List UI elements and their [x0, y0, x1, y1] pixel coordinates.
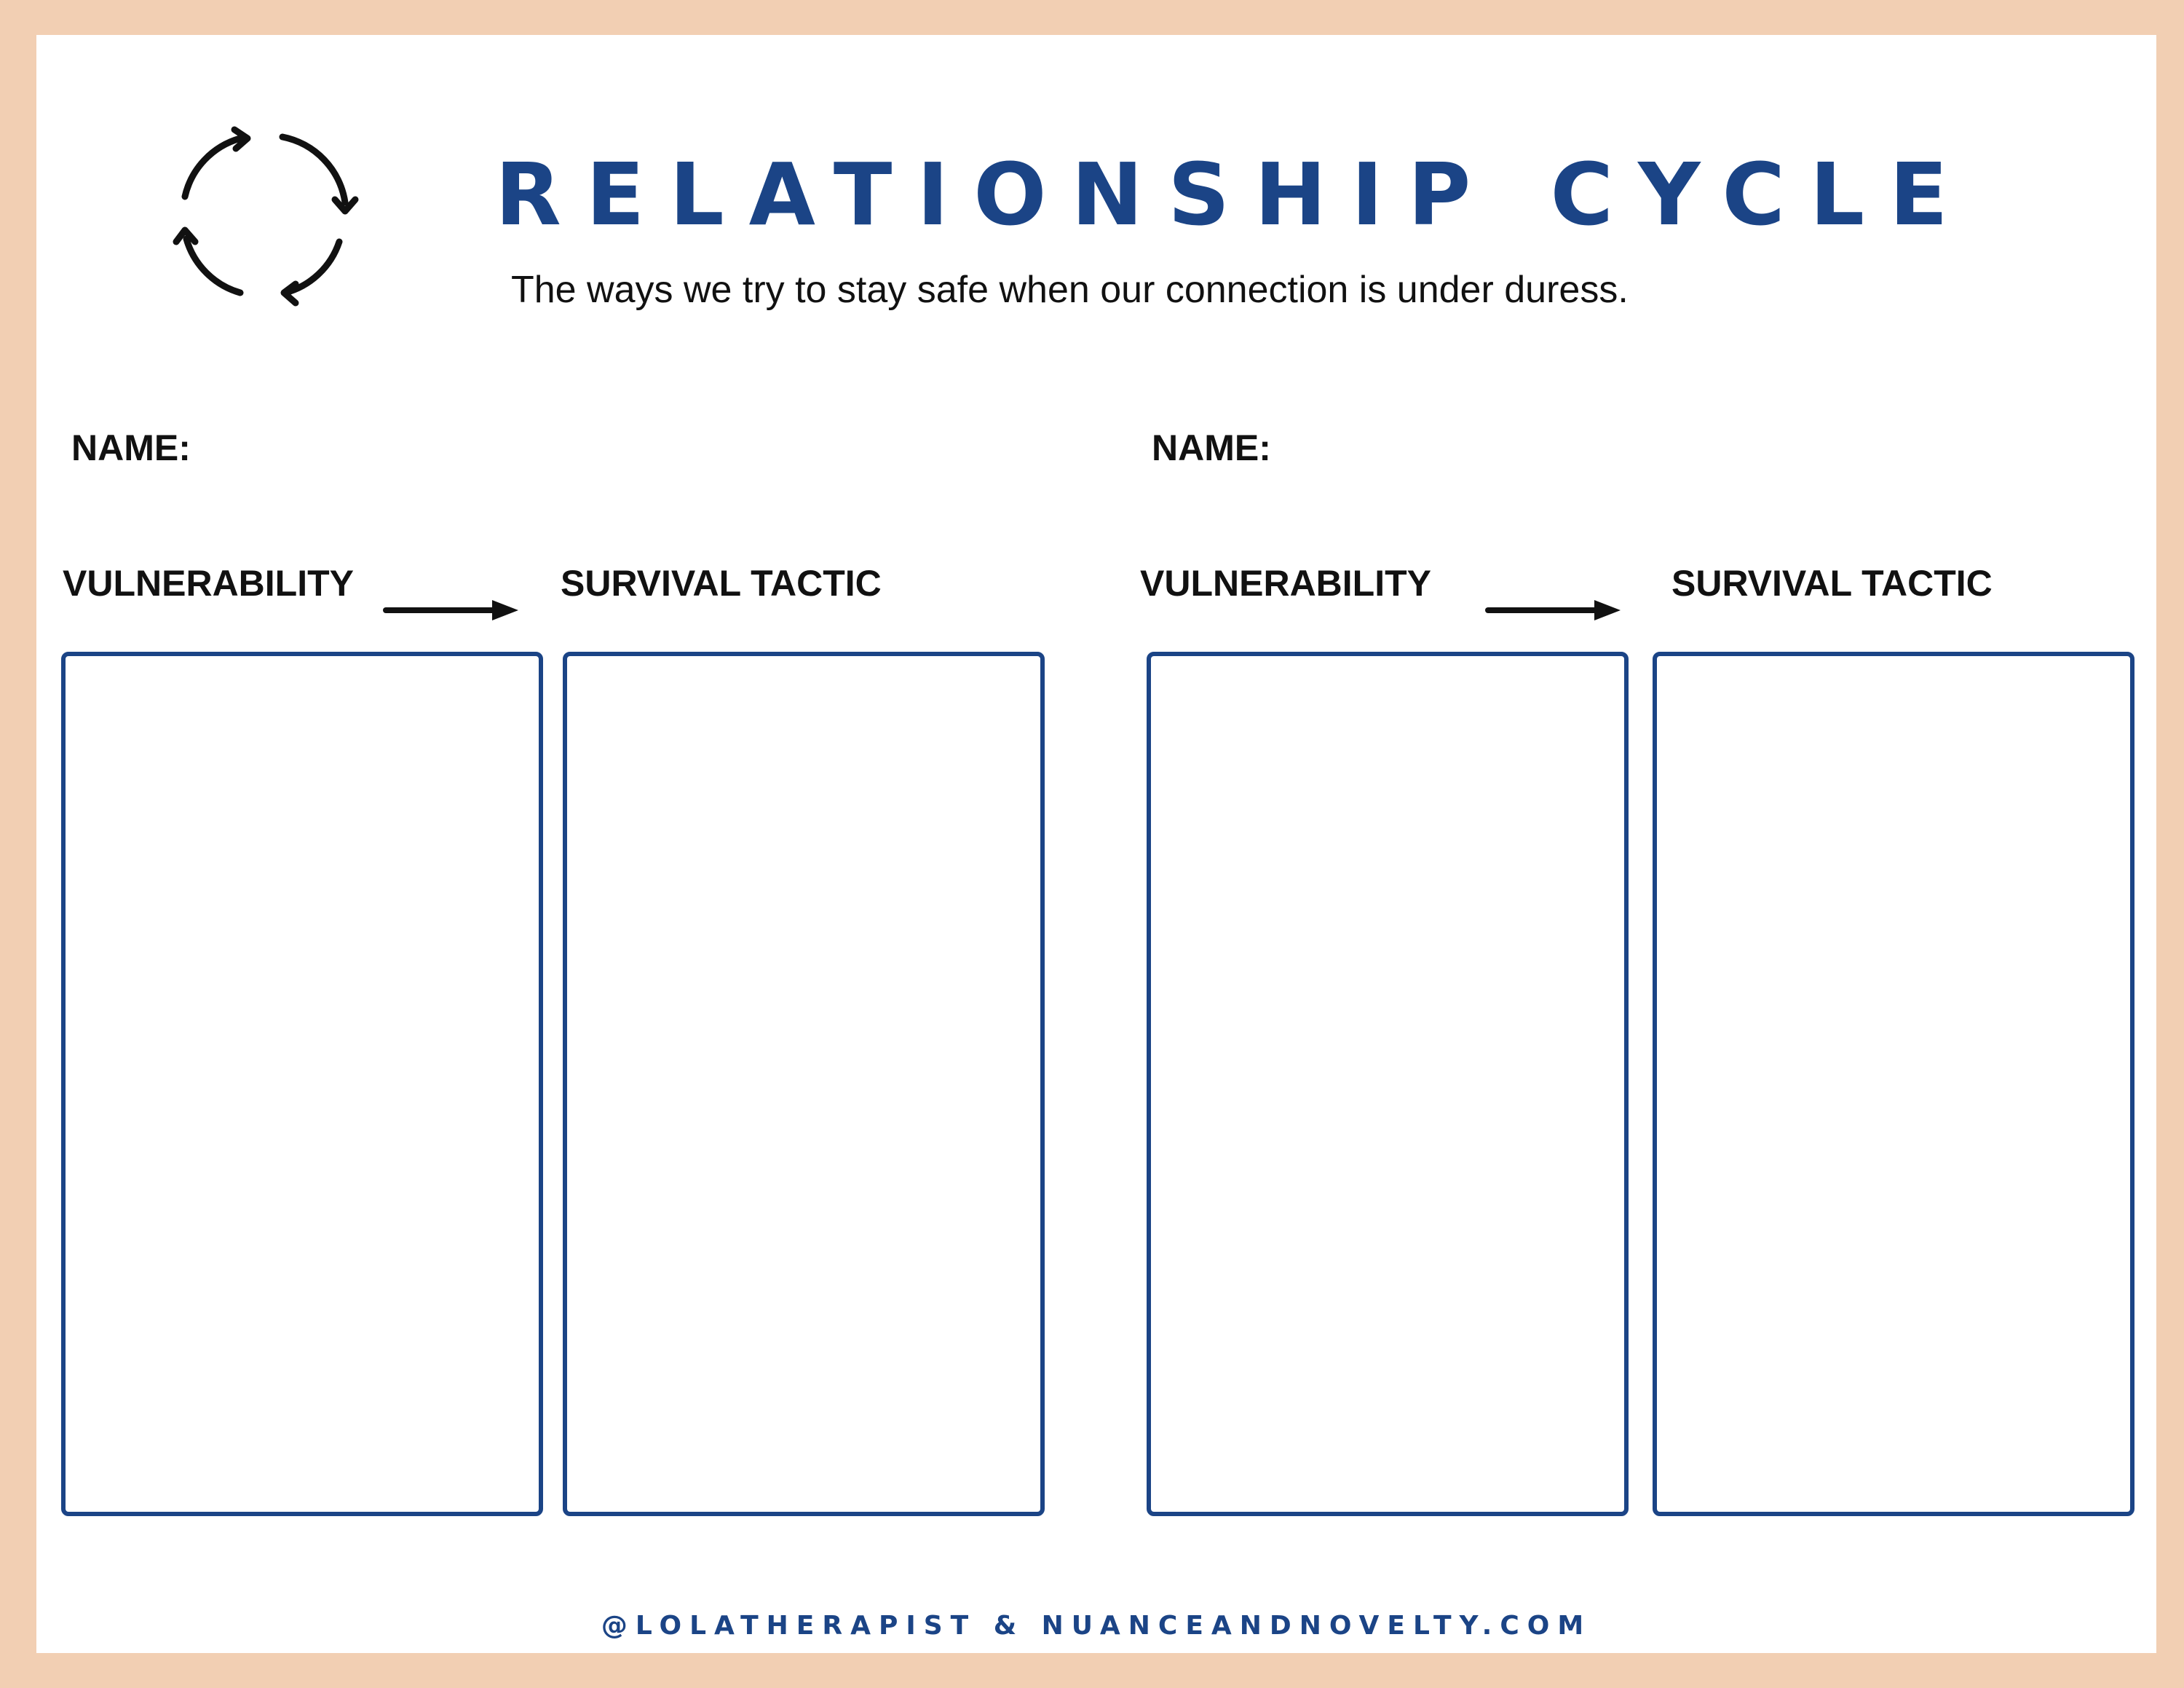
partner-2-arrow-icon: [1485, 600, 1621, 620]
partner-2-vulnerability-box[interactable]: [1147, 652, 1629, 1516]
partner-2-survival-tactic-box[interactable]: [1653, 652, 2134, 1516]
partner-2-vulnerability-label: VULNERABILITY: [1140, 563, 1431, 604]
footer-credit: @LOLATHERAPIST & NUANCEANDNOVELTY.COM: [601, 1611, 1592, 1641]
partner-1-survival-tactic-box[interactable]: [563, 652, 1045, 1516]
page-subtitle: The ways we try to stay safe when our co…: [511, 269, 1629, 311]
partner-1-arrow-icon: [383, 600, 518, 620]
partner-1-vulnerability-label: VULNERABILITY: [63, 563, 354, 604]
partner-2-name-label: NAME:: [1152, 427, 1271, 468]
cycle-arrows-icon: [173, 126, 359, 307]
partner-1-name-label: NAME:: [71, 427, 191, 468]
partner-2-survival-tactic-label: SURVIVAL TACTIC: [1671, 563, 1993, 604]
partner-1-vulnerability-box[interactable]: [61, 652, 543, 1516]
partner-1-survival-tactic-label: SURVIVAL TACTIC: [561, 563, 882, 604]
worksheet-page: RELATIONSHIP CYCLE The ways we try to st…: [36, 35, 2156, 1653]
page-title: RELATIONSHIP CYCLE: [495, 144, 1973, 245]
